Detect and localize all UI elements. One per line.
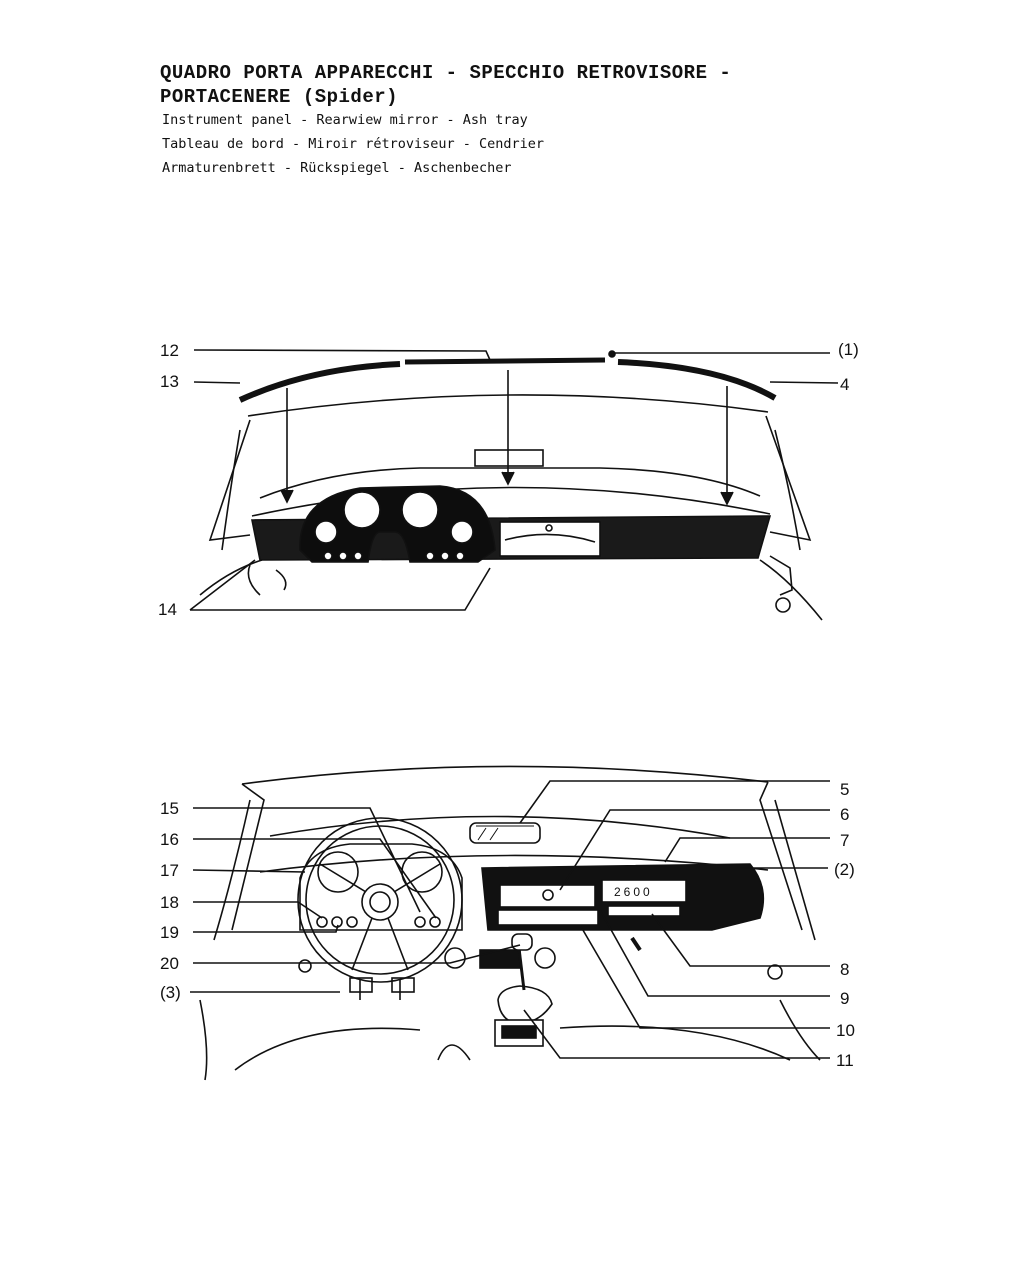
label-10: 10 bbox=[836, 1021, 855, 1040]
label-16: 16 bbox=[160, 830, 179, 849]
label-3: (3) bbox=[160, 983, 181, 1002]
page-title-line-1: QUADRO PORTA APPARECCHI - SPECCHIO RETRO… bbox=[160, 62, 732, 84]
windshield-frame bbox=[247, 394, 769, 417]
label-7: 7 bbox=[840, 831, 849, 850]
rearview-mirror bbox=[469, 822, 541, 844]
leader-13 bbox=[193, 381, 241, 384]
leader-12 bbox=[193, 349, 491, 361]
horn-button bbox=[361, 883, 399, 921]
label-11: 11 bbox=[836, 1051, 854, 1070]
windshield-trim-strip bbox=[238, 361, 401, 403]
steering-wheel bbox=[297, 817, 463, 983]
windshield-trim-center bbox=[404, 357, 606, 365]
label-19: 19 bbox=[160, 923, 179, 942]
dashboard-exploded-view: 12 13 14 (1) 4 bbox=[0, 320, 1024, 655]
glove-box bbox=[499, 884, 596, 908]
subtitle-french: Tableau de bord - Miroir rétroviseur - C… bbox=[162, 136, 545, 152]
speedometer bbox=[343, 491, 381, 529]
windshield-frame bbox=[241, 765, 769, 785]
label-9: 9 bbox=[840, 989, 849, 1008]
label-20: 20 bbox=[160, 954, 179, 973]
label-17: 17 bbox=[160, 861, 179, 880]
leader-14 bbox=[189, 559, 491, 611]
radio-display: 2600 bbox=[614, 885, 653, 899]
label-18: 18 bbox=[160, 893, 179, 912]
label-12: 12 bbox=[160, 341, 179, 360]
radio-unit bbox=[601, 879, 687, 903]
windshield-trim-right bbox=[617, 359, 777, 401]
ash-tray bbox=[479, 949, 521, 969]
label-4: 4 bbox=[840, 375, 849, 394]
rearview-mirror bbox=[474, 449, 544, 467]
label-13: 13 bbox=[160, 372, 179, 391]
label-15: 15 bbox=[160, 799, 179, 818]
page-title-line-2: PORTACENERE (Spider) bbox=[160, 86, 399, 108]
leader-4 bbox=[769, 381, 839, 384]
instrument-cluster bbox=[299, 843, 463, 931]
label-14: 14 bbox=[158, 600, 177, 619]
label-2: (2) bbox=[834, 860, 855, 879]
tachometer bbox=[401, 491, 439, 529]
label-5: 5 bbox=[840, 780, 849, 799]
cockpit-assembled-view: 2600 15 16 17 18 19 20 (3) 5 6 7 (2) 8 9… bbox=[0, 760, 1024, 1095]
subtitle-german: Armaturenbrett - Rückspiegel - Aschenbec… bbox=[162, 160, 512, 176]
subtitle-english: Instrument panel - Rearwiew mirror - Ash… bbox=[162, 112, 528, 128]
label-6: 6 bbox=[840, 805, 849, 824]
label-1: (1) bbox=[838, 340, 859, 359]
label-8: 8 bbox=[840, 960, 849, 979]
